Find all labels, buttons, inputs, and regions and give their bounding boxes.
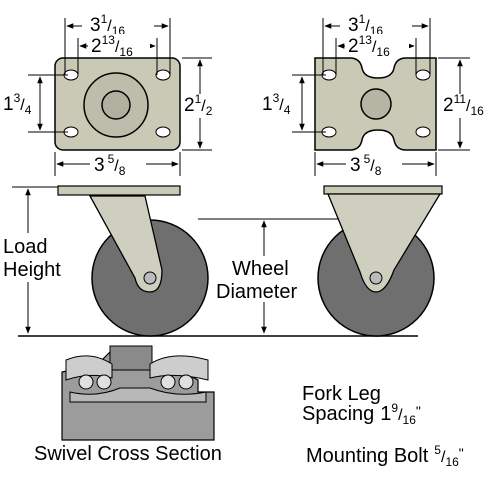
ball-bearing xyxy=(178,374,194,390)
ball-bearing xyxy=(160,374,176,390)
swivel-left-height-label: 13/4 xyxy=(3,91,32,117)
cross-section-lower-race xyxy=(69,387,207,403)
swivel-plate-kingpin xyxy=(101,90,131,120)
label-bg xyxy=(82,12,154,36)
rigid-top-plate xyxy=(314,57,437,151)
rigid-side-plate xyxy=(323,185,443,195)
swivel-cross-section-caption: Swivel Cross Section xyxy=(34,443,222,465)
ball-bearing xyxy=(78,374,94,390)
bolt-hole xyxy=(415,69,431,81)
label-bg xyxy=(214,256,314,302)
load-height-dimension xyxy=(12,186,418,337)
load-height-label-line2: Height xyxy=(3,259,61,281)
cross-section-upper-race-right xyxy=(149,355,209,381)
label-bg xyxy=(2,92,36,116)
swivel-caster-side-view xyxy=(57,185,209,337)
swivel-fork-leg xyxy=(88,195,163,293)
cross-section-kingpin xyxy=(109,345,153,371)
label-bg xyxy=(345,34,409,56)
ball-bearing xyxy=(96,374,112,390)
swivel-side-plate xyxy=(57,185,181,196)
label-bg xyxy=(346,152,402,176)
swivel-inner-width-label: 213/16 xyxy=(91,33,133,59)
rigid-axle-nut xyxy=(369,271,383,285)
bolt-hole xyxy=(155,69,171,81)
label-bg xyxy=(262,92,296,116)
bolt-hole xyxy=(415,126,431,138)
rigid-plate-center xyxy=(360,88,392,120)
swivel-axle-nut xyxy=(143,271,157,285)
cross-section-upper-race-left xyxy=(65,355,113,381)
swivel-cross-section xyxy=(61,345,215,441)
bolt-hole xyxy=(155,126,171,138)
rigid-right-height-label: 211/16 xyxy=(443,92,484,118)
label-bg xyxy=(88,34,150,56)
rigid-inner-width-label: 213/16 xyxy=(348,33,390,59)
load-height-label-line1: Load xyxy=(3,236,48,258)
label-bg xyxy=(340,12,412,36)
wheel-diameter-label-line2: Diameter xyxy=(216,281,297,303)
wheel-diameter-label-line1: Wheel xyxy=(232,258,289,280)
rigid-fork xyxy=(327,193,442,293)
label-bg xyxy=(443,94,498,118)
swivel-top-plate xyxy=(54,57,181,151)
rigid-left-height-label: 13/4 xyxy=(262,91,291,117)
label-bg xyxy=(90,152,146,176)
rigid-caster-side-view xyxy=(317,185,443,337)
swivel-right-height-label: 21/2 xyxy=(184,92,213,118)
label-bg xyxy=(184,94,222,118)
fork-leg-label-line1: Fork Leg xyxy=(302,383,381,405)
